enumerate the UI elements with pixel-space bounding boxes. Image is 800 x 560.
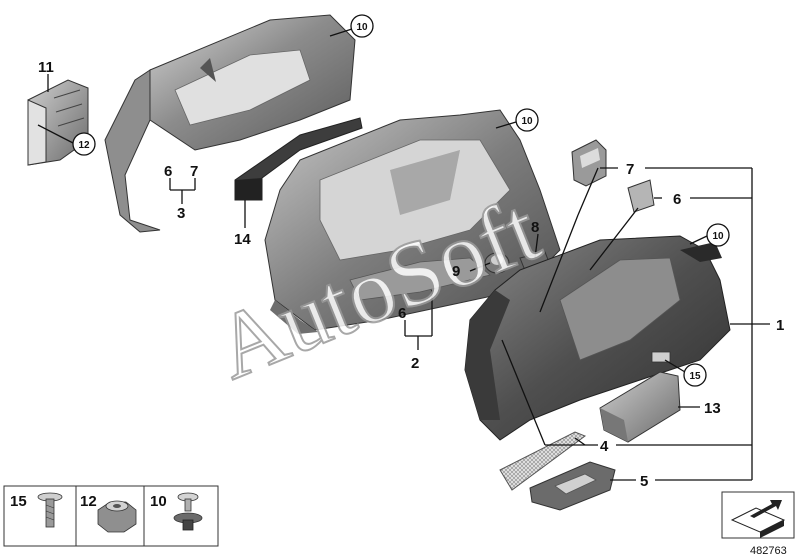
callout-3: 3 [177, 205, 185, 222]
callout-12: 12 [72, 132, 96, 156]
callout-13: 13 [704, 400, 721, 417]
nut-icon [97, 500, 137, 533]
legend-item-10: 10 [150, 492, 203, 531]
callout-1: 1 [776, 317, 784, 334]
callout-6-middle: 6 [398, 305, 406, 322]
svg-text:10: 10 [712, 231, 724, 242]
callout-11: 11 [38, 59, 54, 76]
callout-8: 8 [531, 219, 539, 236]
callout-6-left: 6 [164, 163, 172, 180]
part-3-upper-trim-panel [104, 14, 356, 233]
part-2-middle-trim-panel [264, 109, 561, 334]
leader-lines [37, 28, 770, 481]
legend-item-15: 15 [10, 492, 63, 528]
part-6-clip [627, 179, 655, 213]
svg-text:12: 12 [78, 140, 90, 151]
callout-9: 9 [452, 263, 460, 280]
svg-text:10: 10 [521, 116, 533, 127]
circled-callouts: 10 10 10 12 15 [72, 14, 730, 387]
part-5-tray [529, 461, 616, 511]
callouts: 11 6 7 3 14 8 9 6 2 7 6 1 13 4 5 [38, 59, 784, 490]
orientation-arrow-icon [721, 491, 795, 539]
callout-10-right: 10 [706, 223, 730, 247]
legend-item-12: 12 [80, 493, 137, 533]
callout-10-top: 10 [350, 14, 374, 38]
svg-text:15: 15 [10, 493, 27, 510]
part-15-cover [651, 351, 671, 363]
part-14-foam-insert [234, 117, 363, 201]
part-13-wedge [599, 371, 681, 443]
callout-7-right: 7 [626, 161, 634, 178]
callout-5: 5 [640, 473, 648, 490]
callout-4: 4 [600, 438, 609, 455]
figure-number: 482763 [750, 545, 787, 557]
callout-2: 2 [411, 355, 419, 372]
svg-text:10: 10 [150, 493, 167, 510]
callout-10-middle: 10 [515, 108, 539, 132]
callout-7-left: 7 [190, 163, 198, 180]
fastener-legend: 15 12 10 [3, 485, 219, 547]
callout-14: 14 [234, 231, 251, 248]
part-7-cap [571, 139, 607, 187]
callout-15: 15 [683, 363, 707, 387]
svg-text:10: 10 [356, 22, 368, 33]
svg-text:15: 15 [689, 371, 701, 382]
callout-6-right: 6 [673, 191, 681, 208]
screw-icon [37, 492, 63, 528]
part-9-clip [484, 252, 510, 274]
push-rivet-icon [173, 492, 203, 531]
svg-text:12: 12 [80, 493, 97, 510]
